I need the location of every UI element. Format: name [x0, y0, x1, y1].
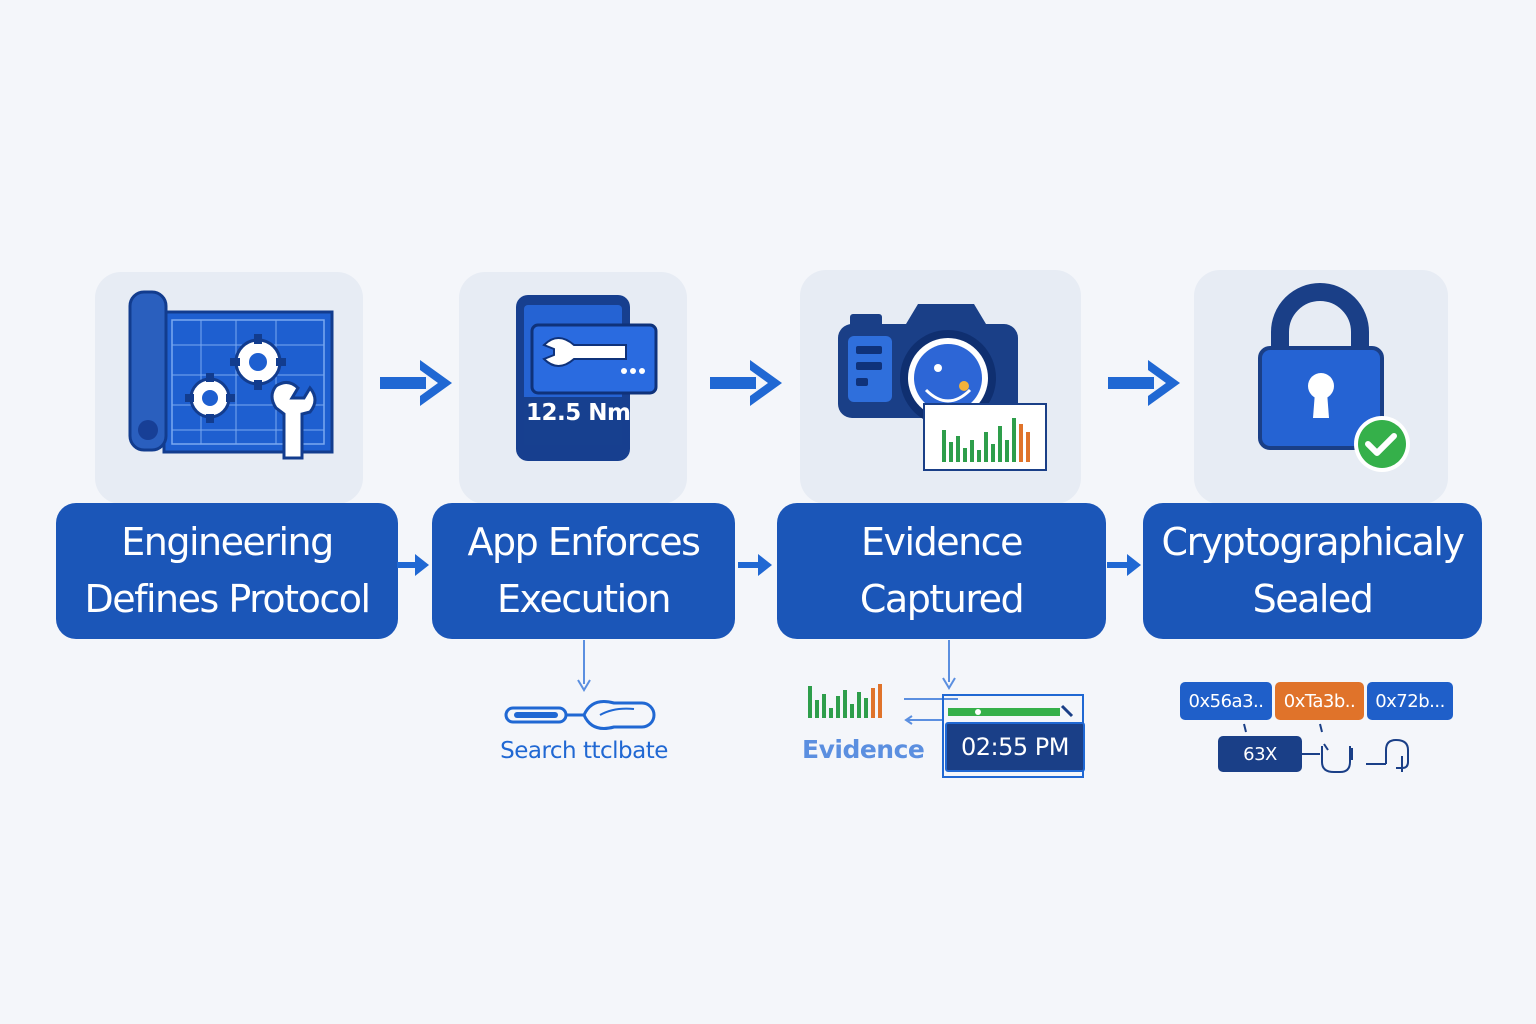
arrow-right-icon — [397, 554, 429, 576]
phone-wrench-icon — [516, 295, 658, 461]
torque-wrench-icon — [504, 700, 656, 730]
arrow-right-icon — [1108, 360, 1180, 406]
bar-chart-icon — [808, 684, 882, 718]
connector-lines — [1243, 723, 1409, 773]
step-label-line2: Sealed — [1252, 577, 1374, 621]
connector-lines — [904, 698, 958, 725]
arrow-down-icon — [942, 640, 956, 690]
step-engineering-defines-protocol: Engineering Defines Protocol — [56, 503, 398, 639]
step2-detail-caption: Search ttclbate — [500, 738, 668, 764]
step-label-line1: Engineering — [121, 520, 334, 564]
step-evidence-captured: Evidence Captured — [777, 503, 1106, 639]
hash-badge: 63X — [1218, 736, 1302, 772]
padlock-icon — [1258, 283, 1410, 472]
step-label-line2: Defines Protocol — [84, 577, 371, 621]
step-cryptographically-sealed: Cryptographicaly Sealed — [1143, 503, 1482, 639]
camera-icon — [838, 304, 1047, 471]
step-label-line1: App Enforces — [467, 520, 701, 564]
hash-chip: 0x56a3.. — [1180, 682, 1272, 720]
step-label-line2: Captured — [859, 577, 1025, 621]
torque-readout: 12.5 Nm — [526, 400, 631, 426]
blueprint-gears-icon — [128, 290, 334, 460]
arrow-right-icon — [380, 360, 452, 406]
arrow-right-icon — [738, 554, 772, 576]
hash-chip: 0xTa3b.. — [1275, 682, 1364, 720]
step-label-line1: Cryptographicaly — [1161, 520, 1465, 564]
arrow-down-icon — [577, 640, 591, 692]
hash-chip: 0x72b... — [1367, 682, 1453, 720]
step-label-line1: Evidence — [861, 520, 1023, 564]
step-app-enforces-execution: App Enforces Execution — [432, 503, 735, 639]
step-label-line2: Execution — [497, 577, 671, 621]
arrow-right-icon — [710, 360, 782, 406]
timestamp-text: 02:55 PM — [961, 733, 1069, 761]
arrow-right-icon — [1107, 554, 1141, 576]
step3-detail-caption: Evidence — [802, 735, 925, 764]
timestamp-display: 02:55 PM — [945, 722, 1085, 772]
